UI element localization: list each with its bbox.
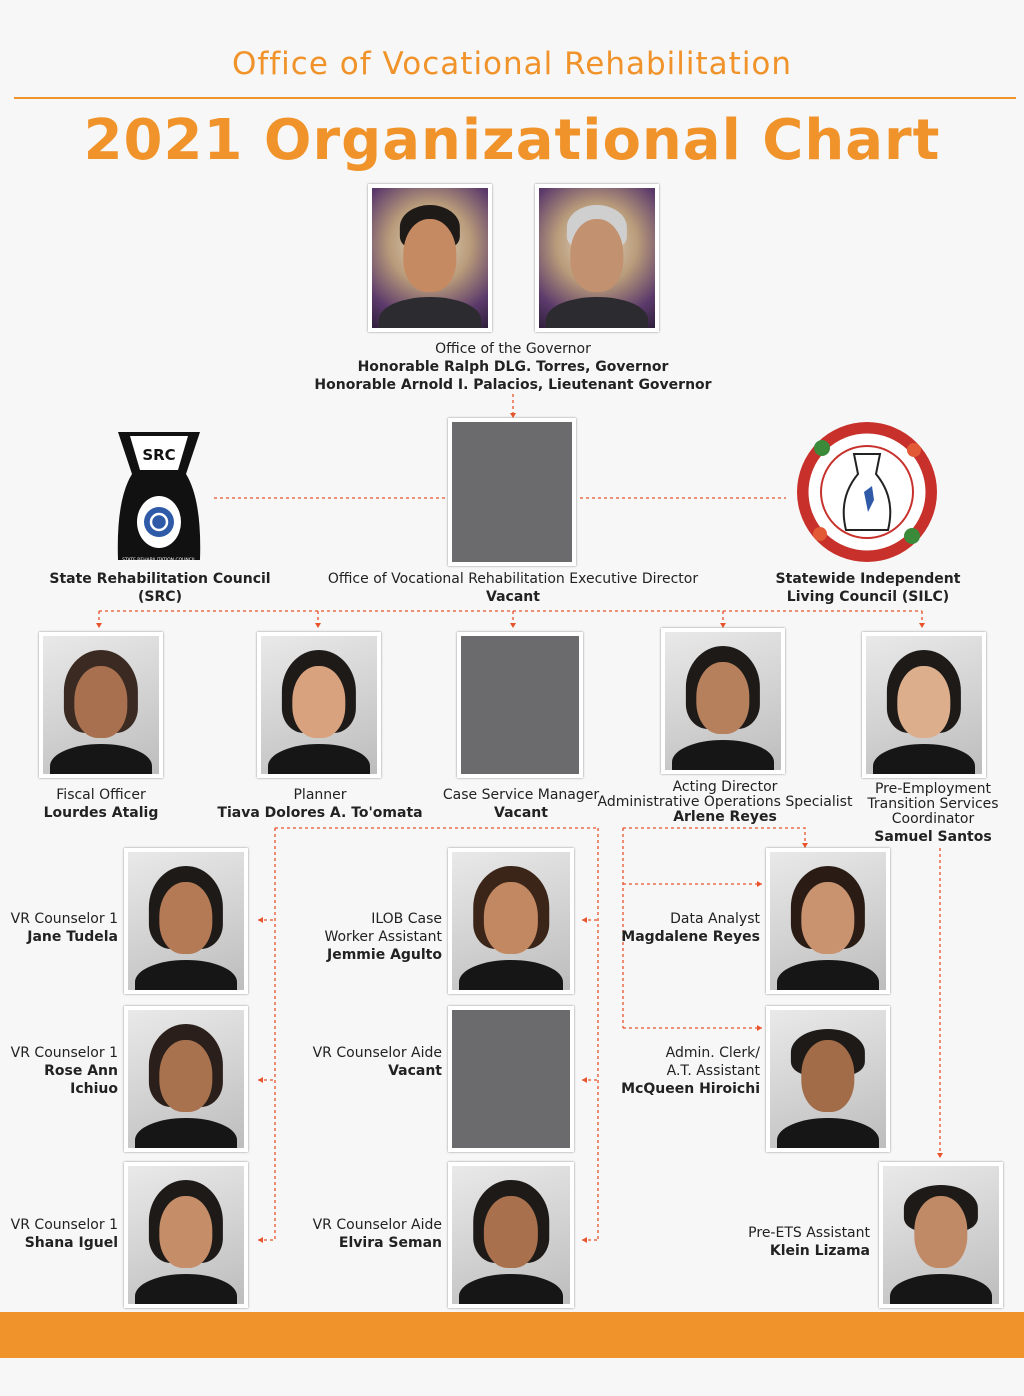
director-role: Office of Vocational Rehabilitation Exec…	[327, 571, 699, 587]
planner-label: Planner Tiava Dolores A. To'omata	[200, 786, 440, 822]
counselor-aide-elvira-label: VR Counselor Aide Elvira Seman	[290, 1216, 442, 1252]
planner-role: Planner	[293, 787, 347, 803]
src-label: State Rehabilitation Council (SRC)	[40, 570, 280, 606]
pre-emp-role2: Transition Services	[867, 796, 999, 812]
vr3-name: Shana Iguel	[24, 1235, 118, 1251]
vr2-role: VR Counselor 1	[10, 1045, 118, 1061]
fiscal-officer-photo	[39, 632, 163, 778]
vr3-role: VR Counselor 1	[10, 1217, 118, 1233]
case-manager-photo-vacant	[457, 632, 583, 778]
src-line1: State Rehabilitation Council	[49, 571, 271, 587]
fiscal-officer-label: Fiscal Officer Lourdes Atalig	[0, 786, 202, 822]
case-manager-label: Case Service Manager Vacant	[420, 786, 622, 822]
aide2-role: VR Counselor Aide	[312, 1217, 442, 1233]
vr-counselor-shana-label: VR Counselor 1 Shana Iguel	[0, 1216, 118, 1252]
aide1-name: Vacant	[388, 1063, 442, 1079]
governor-office: Office of the Governor	[435, 341, 591, 357]
ilob-assistant-label: ILOB Case Worker Assistant Jemmie Agulto	[290, 910, 442, 964]
lieutenant-governor-photo	[535, 184, 659, 332]
data-name: Magdalene Reyes	[621, 929, 760, 945]
aide2-name: Elvira Seman	[338, 1235, 442, 1251]
vr-counselor-jane-label: VR Counselor 1 Jane Tudela	[0, 910, 118, 946]
clerk-role1: Admin. Clerk/	[665, 1045, 760, 1061]
governor-photo	[368, 184, 492, 332]
data-analyst-photo	[766, 848, 890, 994]
counselor-aide-vacant-label: VR Counselor Aide Vacant	[290, 1044, 442, 1080]
src-logo-caption: STATE REHABILITATION COUNCIL	[122, 557, 196, 563]
pre-employment-photo	[862, 632, 986, 778]
pre-emp-role1: Pre-Employment	[874, 781, 992, 797]
data-analyst-label: Data Analyst Magdalene Reyes	[600, 910, 760, 946]
pre-ets-role: Pre-ETS Assistant	[748, 1225, 870, 1241]
pre-ets-assistant-label: Pre-ETS Assistant Klein Lizama	[710, 1224, 870, 1260]
clerk-name: McQueen Hiroichi	[621, 1081, 760, 1097]
header-divider	[14, 97, 1016, 99]
pre-employment-label: Pre-Employment Transition Services Coord…	[842, 782, 1024, 845]
fiscal-name: Lourdes Atalig	[43, 805, 159, 821]
ilob-role1: ILOB Case	[371, 911, 442, 927]
silc-line1: Statewide Independent	[775, 571, 961, 587]
governor-name: Honorable Ralph DLG. Torres, Governor	[357, 359, 669, 375]
acting-name: Arlene Reyes	[673, 809, 777, 825]
vr-counselor-jane-photo	[124, 848, 248, 994]
data-role: Data Analyst	[670, 911, 760, 927]
src-logo-letters: SRC	[142, 446, 175, 464]
pre-ets-assistant-photo	[879, 1162, 1003, 1308]
pre-emp-name: Samuel Santos	[874, 829, 992, 845]
header-subtitle: Office of Vocational Rehabilitation	[231, 46, 793, 82]
page-title: 2021 Organizational Chart	[83, 108, 941, 173]
ilob-role2: Worker Assistant	[324, 929, 442, 945]
acting-role1: Acting Director	[672, 779, 778, 795]
silc-label: Statewide Independent Living Council (SI…	[760, 570, 976, 606]
pre-emp-role3: Coordinator	[891, 811, 975, 827]
src-logo: SRC STATE REHABILITATION COUNCIL	[116, 430, 202, 566]
lt-governor-name: Honorable Arnold I. Palacios, Lieutenant…	[314, 377, 712, 393]
planner-photo	[257, 632, 381, 778]
footer-bar	[0, 1312, 1024, 1358]
fiscal-role: Fiscal Officer	[56, 787, 146, 803]
admin-clerk-photo	[766, 1006, 890, 1152]
ilob-name: Jemmie Agulto	[327, 947, 442, 963]
case-manager-name: Vacant	[494, 805, 548, 821]
acting-role2: Administrative Operations Specialist	[597, 794, 853, 810]
admin-clerk-label: Admin. Clerk/ A.T. Assistant McQueen Hir…	[600, 1044, 760, 1098]
vr1-role: VR Counselor 1	[10, 911, 118, 927]
vr-counselor-rose-photo	[124, 1006, 248, 1152]
silc-line2: Living Council (SILC)	[786, 589, 950, 605]
pre-ets-name: Klein Lizama	[769, 1243, 870, 1259]
vr-counselor-shana-photo	[124, 1162, 248, 1308]
director-photo-vacant	[448, 418, 576, 566]
counselor-aide-elvira-photo	[448, 1162, 574, 1308]
acting-director-photo	[661, 628, 785, 774]
case-manager-role: Case Service Manager	[442, 787, 600, 803]
vr1-name: Jane Tudela	[27, 929, 118, 945]
director-name: Vacant	[486, 589, 540, 605]
vr2-name: Rose Ann Ichiuo	[44, 1063, 118, 1097]
counselor-aide-photo-vacant	[448, 1006, 574, 1152]
clerk-role2: A.T. Assistant	[666, 1063, 760, 1079]
ilob-assistant-photo	[448, 848, 574, 994]
connector-acting-bus	[623, 827, 806, 848]
vr-counselor-rose-label: VR Counselor 1 Rose Ann Ichiuo	[0, 1044, 118, 1098]
acting-director-label: Acting Director Administrative Operation…	[592, 780, 858, 825]
src-line2: (SRC)	[138, 589, 182, 605]
governor-label: Office of the Governor Honorable Ralph D…	[300, 340, 726, 394]
silc-seal	[792, 418, 942, 566]
planner-name: Tiava Dolores A. To'omata	[217, 805, 423, 821]
aide1-role: VR Counselor Aide	[312, 1045, 442, 1061]
director-label: Office of Vocational Rehabilitation Exec…	[290, 570, 736, 606]
